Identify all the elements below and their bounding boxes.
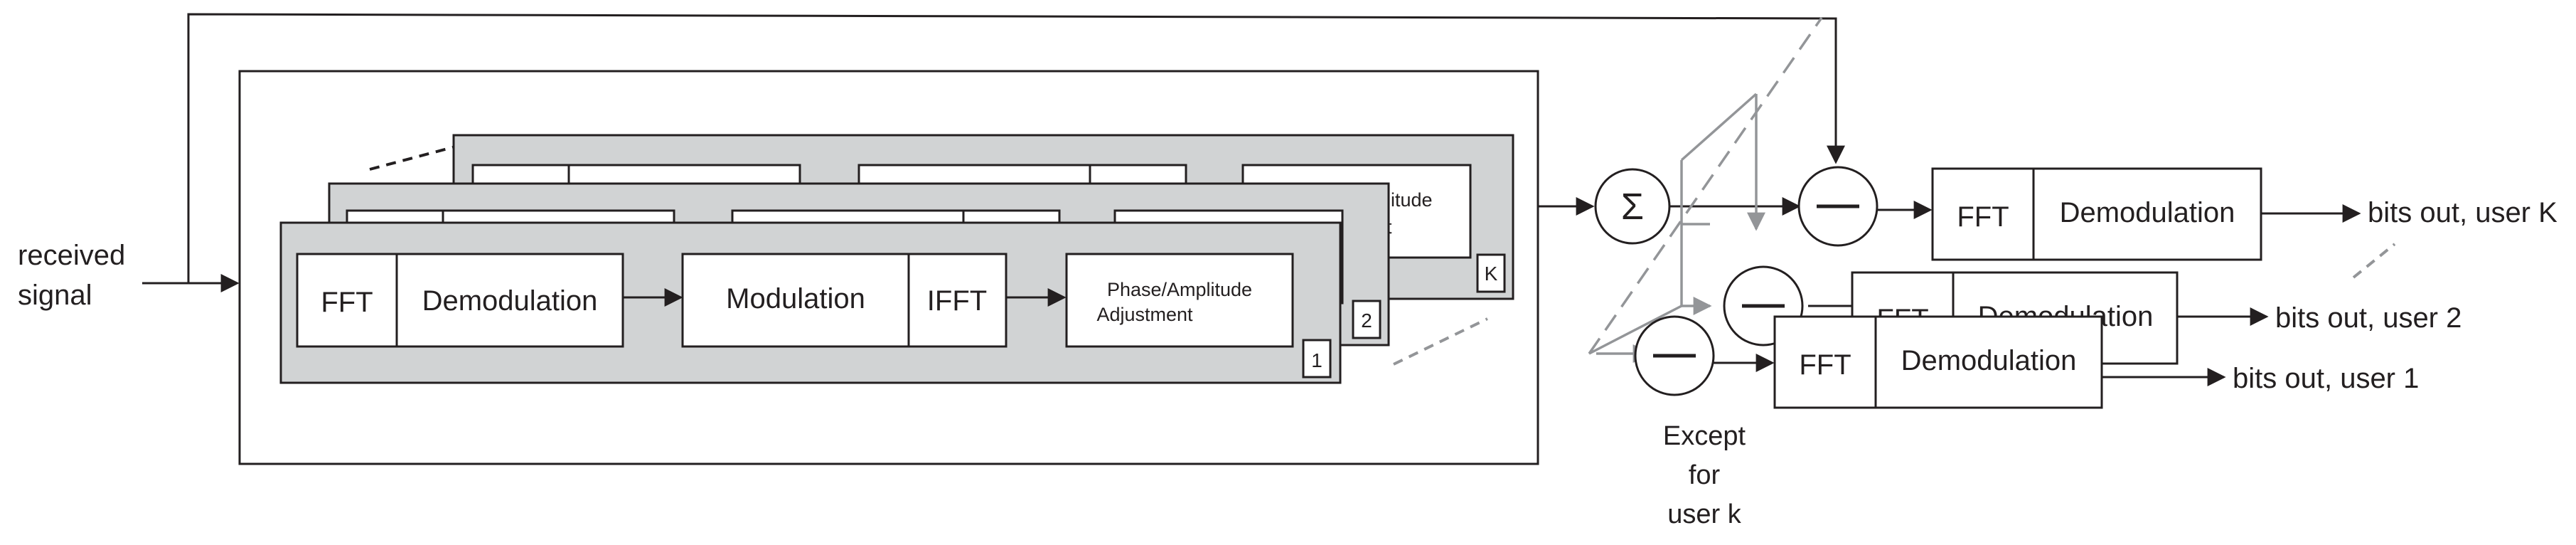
demodulation-block <box>395 253 624 348</box>
panel-1-index: 1 <box>1311 349 1322 371</box>
phase-amplitude-block <box>1065 253 1294 348</box>
panel-k-index: K <box>1485 263 1498 285</box>
sum-symbol: Σ <box>1621 186 1644 228</box>
fft-label: FFT <box>321 287 373 318</box>
modulation-label: Modulation <box>726 283 865 314</box>
except-for-user-k-selector <box>1588 17 1823 363</box>
outputs-dash <box>2352 243 2396 279</box>
phase-amplitude-label-2: Adjustment <box>1096 304 1193 325</box>
modulation-block <box>681 253 910 348</box>
stack-dash-bottom <box>1393 317 1488 366</box>
out-1-fft-label: FFT <box>1799 349 1851 381</box>
demodulation-label: Demodulation <box>422 285 598 317</box>
user-1-panel: FFT Demodulation Modulation IFFT Phase/A… <box>279 221 1342 384</box>
ifft-label: IFFT <box>927 285 987 317</box>
except-note-line1: Except <box>1663 421 1746 451</box>
bypass-signal-path <box>187 13 1845 283</box>
phase-amplitude-label-1: Phase/Amplitude <box>1107 279 1252 300</box>
input-label-line1: received <box>18 240 125 271</box>
output-chain-user-k: FFT Demodulation <box>1931 167 2262 261</box>
except-note-line2: for <box>1689 460 1721 490</box>
out-k-fft-label: FFT <box>1957 201 2009 233</box>
except-note-line3: user k <box>1667 499 1741 529</box>
bits-out-user-k: bits out, user K <box>2368 197 2558 228</box>
output-chain-user-1: FFT Demodulation <box>1773 315 2103 409</box>
ifft-block <box>907 253 1008 348</box>
input-label-line2: signal <box>18 280 92 311</box>
bits-out-user-2: bits out, user 2 <box>2275 302 2462 334</box>
out-k-demod-label: Demodulation <box>2060 197 2235 228</box>
panel-2-index: 2 <box>1361 309 1372 332</box>
fft-block <box>296 253 398 348</box>
bits-out-user-1: bits out, user 1 <box>2233 363 2419 394</box>
out-1-demod-label: Demodulation <box>1901 345 2077 376</box>
